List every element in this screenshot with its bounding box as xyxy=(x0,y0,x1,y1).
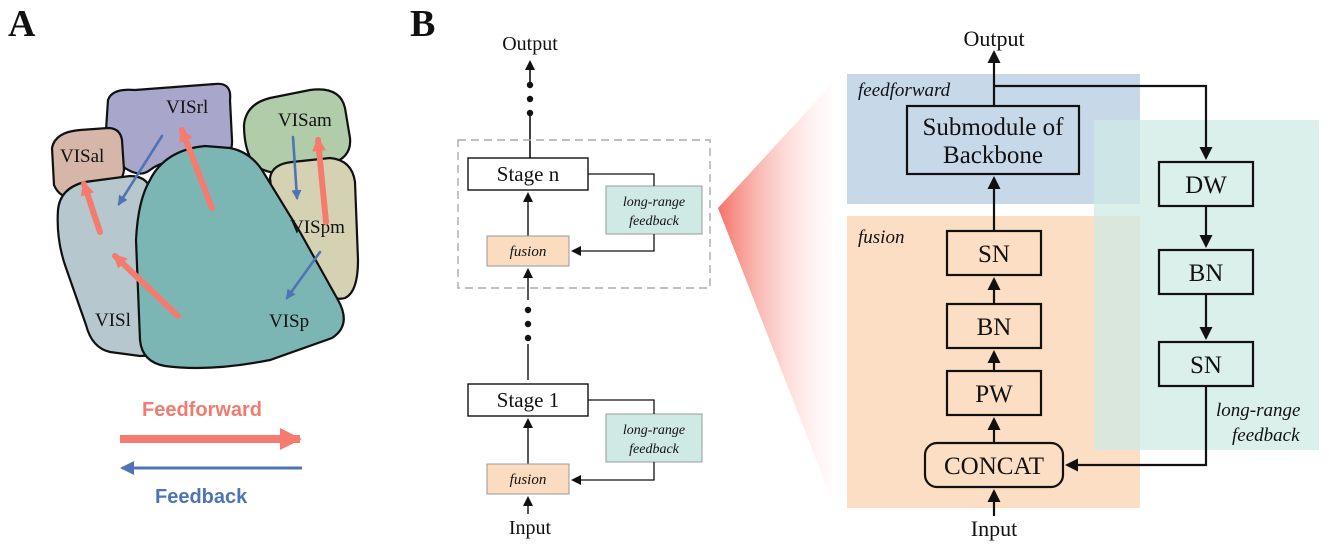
label-visl: VISl xyxy=(95,310,131,331)
right-detail: feedforward fusion long-range feedback O… xyxy=(847,26,1319,541)
submodule-line2: Backbone xyxy=(943,142,1043,169)
right-arrows xyxy=(987,50,1213,516)
fusion-1-label: fusion xyxy=(510,472,547,488)
concat-label: CONCAT xyxy=(944,453,1044,480)
stage-n-label: Stage n xyxy=(497,162,560,186)
dw-label: DW xyxy=(1185,172,1227,199)
left-input-label: Input xyxy=(509,517,552,539)
sn-top-label: SN xyxy=(978,241,1010,268)
feedforward-region-label: feedforward xyxy=(858,80,951,101)
long-range-1-line1: long-range xyxy=(623,423,685,438)
pw-label: PW xyxy=(975,381,1013,408)
long-range-1-line2: feedback xyxy=(629,442,680,457)
label-visal: VISal xyxy=(60,146,104,167)
label-visam: VISam xyxy=(278,110,332,131)
long-range-1-box xyxy=(605,413,703,463)
fusion-region-label: fusion xyxy=(858,227,904,248)
long-range-region-line1: long-range xyxy=(1216,400,1300,421)
left-pipeline: Output Input Stage n fusion long-range f… xyxy=(457,33,711,539)
fusion-n-label: fusion xyxy=(510,244,547,260)
right-output-label: Output xyxy=(963,26,1024,51)
ellipsis-middle xyxy=(524,306,532,342)
long-range-region-line2: feedback xyxy=(1232,425,1300,446)
label-vispm: VISpm xyxy=(290,217,345,238)
stage-1-box xyxy=(467,383,589,417)
bn-mid-label: BN xyxy=(977,314,1012,341)
sn-right-label: SN xyxy=(1190,352,1222,379)
stage-1-label: Stage 1 xyxy=(497,388,559,412)
dot xyxy=(526,81,534,89)
feedforward-arrows xyxy=(80,127,329,319)
legend-feedback-label: Feedback xyxy=(155,486,248,508)
fusion-1-box xyxy=(486,463,570,495)
stage-n-box xyxy=(467,157,589,191)
long-range-n-box xyxy=(605,185,703,235)
area-visp-shape xyxy=(134,144,345,370)
right-input-label: Input xyxy=(971,516,1017,541)
feedback-arrows xyxy=(117,134,322,300)
submodule-line1: Submodule of xyxy=(923,114,1065,141)
long-range-n-line1: long-range xyxy=(623,195,685,210)
zoom-wedge xyxy=(718,84,832,500)
fusion-n-box xyxy=(486,235,570,267)
left-output-label: Output xyxy=(502,33,558,55)
label-visrl: VISrl xyxy=(166,97,208,118)
long-range-n-line2: feedback xyxy=(629,214,680,229)
bn-right-label: BN xyxy=(1189,260,1224,287)
panel-a-letter: A xyxy=(8,3,36,45)
legend-feedforward-label: Feedforward xyxy=(142,399,262,421)
zoom-box xyxy=(457,139,711,289)
panel-b-letter: B xyxy=(410,3,435,45)
label-visp: VISp xyxy=(269,311,309,332)
